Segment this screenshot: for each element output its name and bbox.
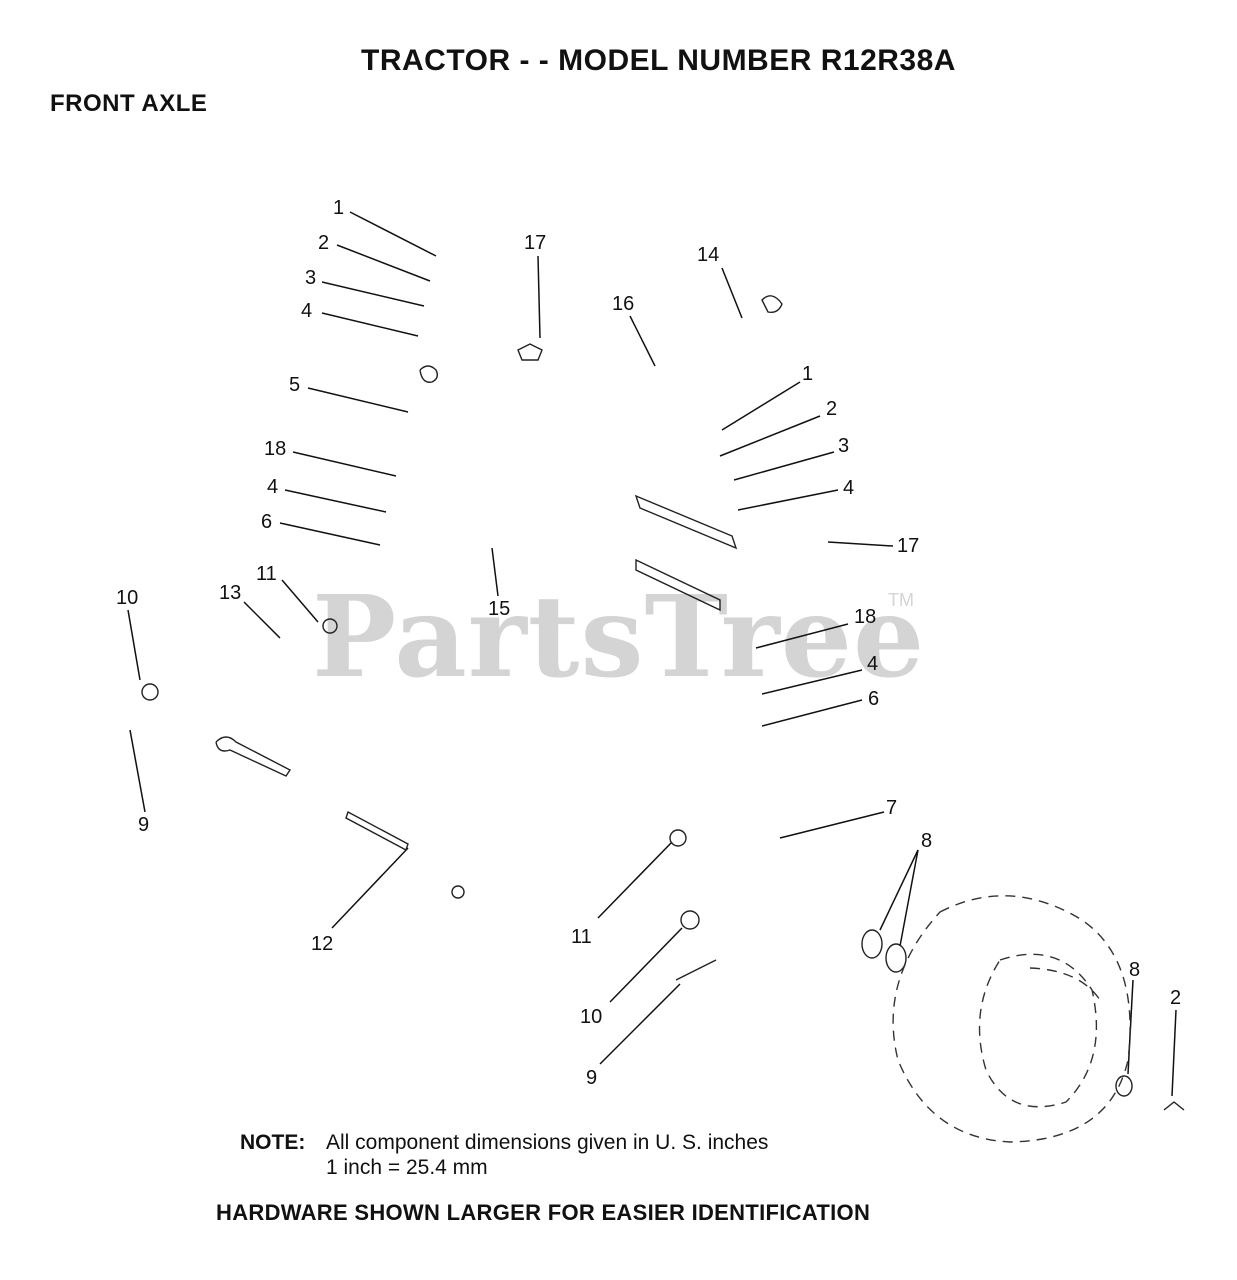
callout-16: 16 xyxy=(612,293,634,315)
watermark-trademark: TM xyxy=(888,590,914,610)
callout-8b: 8 xyxy=(1129,959,1140,981)
wheel-hub xyxy=(978,953,1098,1108)
axle-bar-lower xyxy=(635,558,721,612)
nut-11-icon xyxy=(322,618,338,634)
nut-11b-icon xyxy=(669,829,687,847)
callout-labels: 1 2 3 4 5 18 4 6 11 13 10 9 17 16 14 1 2… xyxy=(116,197,1181,1089)
callout-8: 8 xyxy=(921,830,932,852)
axle-bar-upper xyxy=(634,494,738,550)
callout-13: 13 xyxy=(219,582,241,604)
callout-12: 12 xyxy=(311,933,333,955)
callout-4: 4 xyxy=(301,300,312,322)
watermark: PartsTree xyxy=(312,572,926,703)
note-line-1: All component dimensions given in U. S. … xyxy=(326,1131,769,1154)
grease-fitting-icon xyxy=(517,343,543,361)
callout-5: 5 xyxy=(289,374,300,396)
nut-left-icon xyxy=(419,365,439,383)
callout-18b: 18 xyxy=(854,606,876,628)
callout-1: 1 xyxy=(333,197,344,219)
page-title: TRACTOR - - MODEL NUMBER R12R38A xyxy=(361,44,956,77)
callout-7: 7 xyxy=(886,797,897,819)
washer-left-icon xyxy=(141,683,159,701)
callout-2: 2 xyxy=(318,232,329,254)
callout-3: 3 xyxy=(305,267,316,289)
tie-rod xyxy=(345,810,409,852)
bolt-9b-icon xyxy=(675,959,717,981)
washer-10b-icon xyxy=(680,910,700,930)
section-title: FRONT AXLE xyxy=(50,90,208,117)
callout-3b: 3 xyxy=(838,435,849,457)
note-line-2: 1 inch = 25.4 mm xyxy=(326,1156,488,1179)
note-label: NOTE: xyxy=(240,1131,306,1154)
bearing-8c-icon xyxy=(1115,1075,1133,1097)
leader-lines xyxy=(127,211,1177,1097)
callout-1b: 1 xyxy=(802,363,813,385)
callout-10b: 10 xyxy=(580,1006,602,1028)
tie-rod-end-icon xyxy=(451,885,465,899)
callout-4d: 4 xyxy=(867,653,878,675)
callout-17: 17 xyxy=(524,232,546,254)
hardware-note: HARDWARE SHOWN LARGER FOR EASIER IDENTIF… xyxy=(216,1200,871,1225)
callout-11b: 11 xyxy=(571,926,592,948)
wheel-rim-arc xyxy=(1029,967,1101,1001)
callout-4b: 4 xyxy=(267,476,278,498)
pin-icon xyxy=(761,295,783,314)
bearing-8a-icon xyxy=(861,929,883,959)
callout-4c: 4 xyxy=(843,477,854,499)
drag-link-end xyxy=(215,736,292,777)
callout-9: 9 xyxy=(138,814,149,836)
part-sketches xyxy=(141,295,1185,1143)
dimension-note: NOTE: All component dimensions given in U… xyxy=(240,1130,768,1180)
callout-10: 10 xyxy=(116,587,138,609)
callout-14: 14 xyxy=(697,244,719,266)
callout-6: 6 xyxy=(261,511,272,533)
bearing-8b-icon xyxy=(885,943,907,973)
callout-11: 11 xyxy=(256,563,277,585)
callout-2c: 2 xyxy=(1170,987,1181,1009)
callout-15: 15 xyxy=(488,598,510,620)
callout-9b: 9 xyxy=(586,1067,597,1089)
callout-2b: 2 xyxy=(826,398,837,420)
note-body: All component dimensions given in U. S. … xyxy=(326,1130,768,1180)
cap-2-icon xyxy=(1163,1101,1185,1111)
callout-17b: 17 xyxy=(897,535,919,557)
callout-6b: 6 xyxy=(868,688,879,710)
front-wheel xyxy=(892,895,1131,1143)
callout-18: 18 xyxy=(264,438,286,460)
